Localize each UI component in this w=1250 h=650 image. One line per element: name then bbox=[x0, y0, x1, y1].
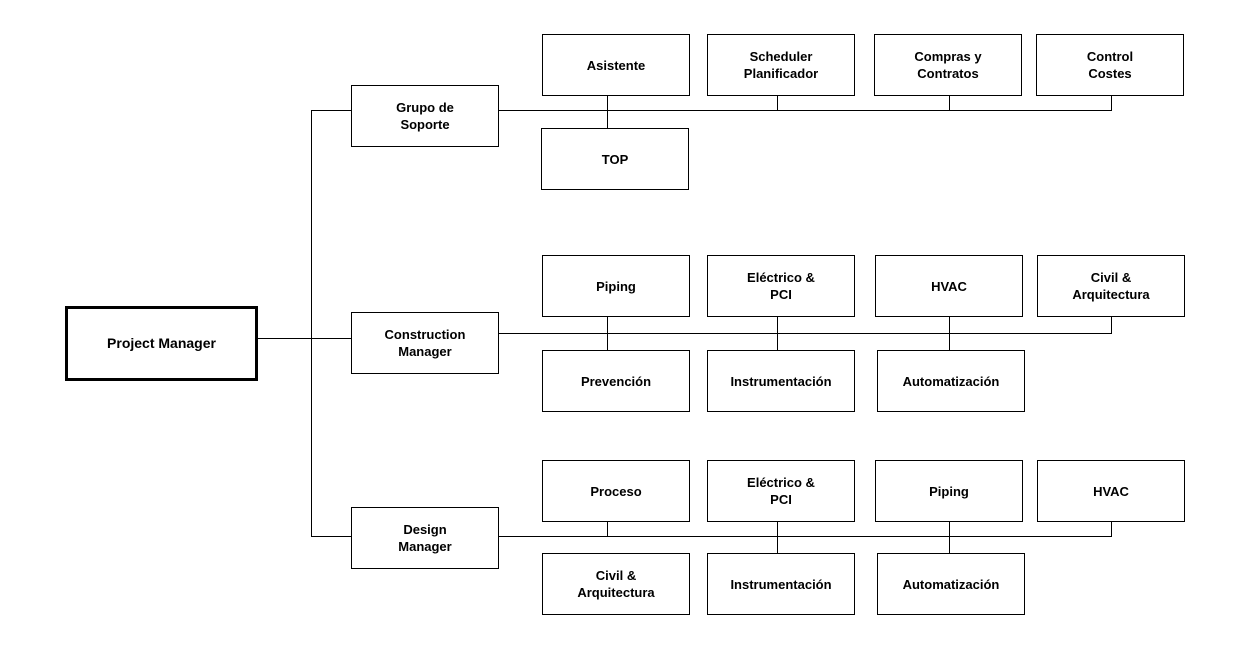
root-connector bbox=[257, 338, 351, 339]
trunk-line bbox=[311, 110, 312, 537]
drop-proceso-d bbox=[607, 521, 608, 536]
construction-manager-box: Construction Manager bbox=[351, 312, 499, 374]
project-manager-box: Project Manager bbox=[65, 306, 258, 381]
drop-electrico-d bbox=[777, 521, 778, 553]
branch-grupo-soporte bbox=[311, 110, 351, 111]
drop-control bbox=[1111, 95, 1112, 110]
electrico-design-box: Eléctrico & PCI bbox=[707, 460, 855, 522]
instrumentacion-design-box: Instrumentación bbox=[707, 553, 855, 615]
top-box: TOP bbox=[541, 128, 689, 190]
proceso-design-box: Proceso bbox=[542, 460, 690, 522]
piping-design-box: Piping bbox=[875, 460, 1023, 522]
compras-box: Compras y Contratos bbox=[874, 34, 1022, 96]
drop-asistente bbox=[607, 95, 608, 128]
grupo-soporte-box: Grupo de Soporte bbox=[351, 85, 499, 147]
prevencion-box: Prevención bbox=[542, 350, 690, 412]
civil-construction-box: Civil & Arquitectura bbox=[1037, 255, 1185, 317]
control-costes-box: Control Costes bbox=[1036, 34, 1184, 96]
drop-hvac-d bbox=[1111, 521, 1112, 536]
bus-design bbox=[498, 536, 1112, 537]
hvac-construction-box: HVAC bbox=[875, 255, 1023, 317]
asistente-box: Asistente bbox=[542, 34, 690, 96]
scheduler-box: Scheduler Planificador bbox=[707, 34, 855, 96]
hvac-design-box: HVAC bbox=[1037, 460, 1185, 522]
branch-design-manager bbox=[311, 536, 351, 537]
bus-grupo-soporte bbox=[498, 110, 1112, 111]
drop-civil-c bbox=[1111, 316, 1112, 333]
drop-piping-d bbox=[949, 521, 950, 553]
automatizacion-design-box: Automatización bbox=[877, 553, 1025, 615]
civil-design-box: Civil & Arquitectura bbox=[542, 553, 690, 615]
design-manager-box: Design Manager bbox=[351, 507, 499, 569]
drop-scheduler bbox=[777, 95, 778, 110]
automatizacion-construction-box: Automatización bbox=[877, 350, 1025, 412]
electrico-construction-box: Eléctrico & PCI bbox=[707, 255, 855, 317]
drop-hvac-c bbox=[949, 316, 950, 350]
drop-compras bbox=[949, 95, 950, 110]
drop-piping-c bbox=[607, 316, 608, 350]
piping-construction-box: Piping bbox=[542, 255, 690, 317]
instrumentacion-construction-box: Instrumentación bbox=[707, 350, 855, 412]
bus-construction bbox=[498, 333, 1112, 334]
drop-electrico-c bbox=[777, 316, 778, 350]
